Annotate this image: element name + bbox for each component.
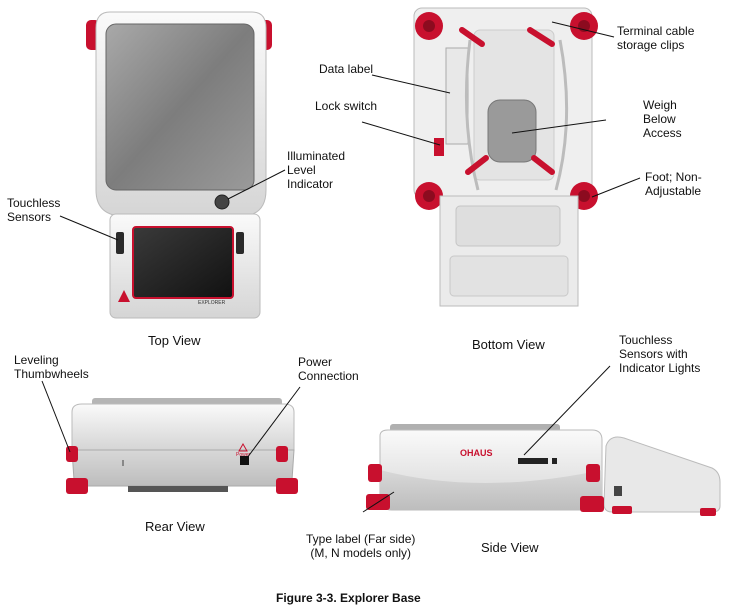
label-touchless-sensors-indicator-lights: Touchless Sensors with Indicator Lights [619, 333, 701, 375]
side-foot-upper-left [368, 464, 382, 482]
thumbwheel-right-upper [276, 446, 288, 462]
thumbwheel-left-lower [66, 478, 88, 494]
data-label-plate [445, 47, 469, 145]
touchless-sensor-right [236, 232, 244, 254]
label-leveling-thumbwheels: Leveling Thumbwheels [14, 353, 89, 381]
figure-caption: Figure 3-3. Explorer Base [276, 591, 421, 605]
thumbwheel-left-upper [66, 446, 78, 462]
label-power-connection: Power Connection [298, 355, 359, 383]
side-view-brand: OHAUS [460, 448, 493, 458]
lock-switch [434, 138, 444, 156]
power-marking: Power [236, 452, 251, 458]
label-weigh-below-access: Weigh Below Access [643, 98, 682, 140]
rear-view-upper [71, 403, 295, 451]
weigh-below-access [487, 99, 537, 163]
bottom-view-scale [413, 7, 598, 307]
label-type-label: Type label (Far side) (M, N models only) [306, 532, 416, 560]
cable-clip-4 [531, 155, 555, 175]
touchless-sensor-left [116, 232, 124, 254]
leader-lines [41, 21, 641, 513]
thumbwheel-right-lower [276, 478, 298, 494]
rear-view-scale: Power [66, 398, 298, 494]
label-touchless-sensors: Touchless Sensors [7, 196, 61, 224]
title-bottom-view: Bottom View [472, 337, 545, 352]
side-view-scale: OHAUS [366, 424, 721, 516]
title-side-view: Side View [481, 540, 539, 555]
rear-view-lower [71, 449, 295, 487]
side-foot-lower-right [580, 496, 604, 512]
label-lock-switch: Lock switch [315, 99, 378, 113]
touchless-sensor-lights [518, 458, 548, 464]
label-illuminated-level-indicator: Illuminated Level Indicator [287, 149, 346, 191]
touch-screen [132, 226, 234, 299]
label-data-label: Data label [319, 62, 374, 76]
title-top-view: Top View [148, 333, 201, 348]
top-view-pan [105, 23, 255, 191]
top-view-brand: EXPLORER [198, 300, 226, 306]
side-view-terminal [603, 436, 721, 513]
title-rear-view: Rear View [145, 519, 205, 534]
cable-clip-3 [465, 155, 489, 175]
level-indicator-icon [214, 194, 230, 210]
power-connector [240, 456, 249, 465]
ohaus-logo-icon [118, 290, 130, 302]
label-terminal-cable-clips: Terminal cable storage clips [617, 24, 695, 52]
label-foot-non-adjustable: Foot; Non- Adjustable [645, 170, 702, 198]
cable-clip-2 [527, 27, 555, 47]
side-foot-upper-right [586, 464, 600, 482]
top-view-scale: EXPLORER [86, 11, 272, 319]
cable-clip-1 [459, 27, 485, 47]
